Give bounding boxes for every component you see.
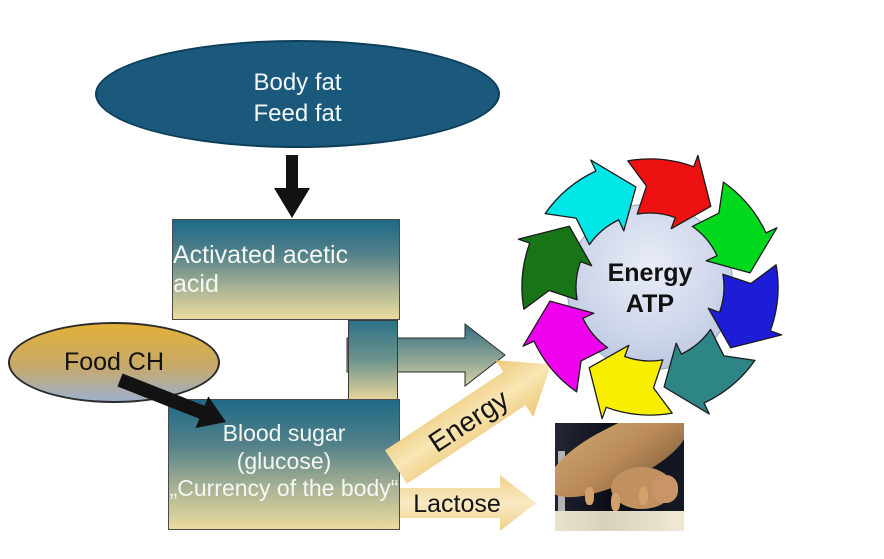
photo-teat-shape: [585, 487, 594, 505]
body-fat-line2: Feed fat: [253, 99, 342, 127]
food-ch-node: Food CH: [8, 322, 220, 403]
blood-sugar-line1: Blood sugar: [222, 420, 346, 446]
photo-hand-shape: [652, 475, 678, 503]
blue-cycle-arrow-icon: [707, 264, 783, 349]
atp-cycle: Energy ATP: [517, 154, 783, 420]
lactose-arrow-icon: Lactose: [400, 475, 536, 531]
food-ch-to-blood-sugar-arrow-icon: [117, 373, 226, 428]
teal-cycle-arrow-icon: [663, 328, 756, 415]
lactose-flow-label: Lactose: [413, 490, 501, 518]
acetic-blood-sugar-connector: [348, 320, 398, 400]
red-cycle-arrow-icon: [627, 154, 712, 230]
photo-straw-shape: [555, 511, 684, 531]
atp-center-line1: Energy: [608, 259, 693, 287]
acetic-acid-label: Activated acetic acid: [173, 240, 349, 298]
blood-sugar-line2: (glucose): [236, 447, 332, 474]
blood-sugar-line3: „Currency of the body“: [169, 475, 399, 501]
green-cycle-arrow-icon: [691, 181, 778, 274]
photo-teat-shape: [639, 487, 648, 505]
photo-teat-shape: [611, 493, 620, 511]
atp-center-line2: ATP: [626, 290, 674, 318]
body-fat-node: Body fat Feed fat: [95, 40, 500, 148]
body-fat-to-acetic-arrow-icon: [274, 155, 310, 218]
cow-udder-milking-photo: [555, 423, 684, 531]
acetic-acid-node: Activated acetic acid: [172, 219, 400, 320]
body-fat-line1: Body fat: [253, 68, 342, 96]
food-ch-label: Food CH: [63, 348, 165, 376]
cyan-cycle-arrow-icon: [544, 159, 637, 246]
blood-sugar-node: Blood sugar (glucose) „Currency of the b…: [168, 399, 400, 530]
dark-green-cycle-arrow-icon: [517, 225, 593, 310]
yellow-cycle-arrow-icon: [588, 344, 673, 420]
magenta-cycle-arrow-icon: [522, 300, 609, 393]
energy-arrow-icon: Energy: [384, 360, 552, 484]
